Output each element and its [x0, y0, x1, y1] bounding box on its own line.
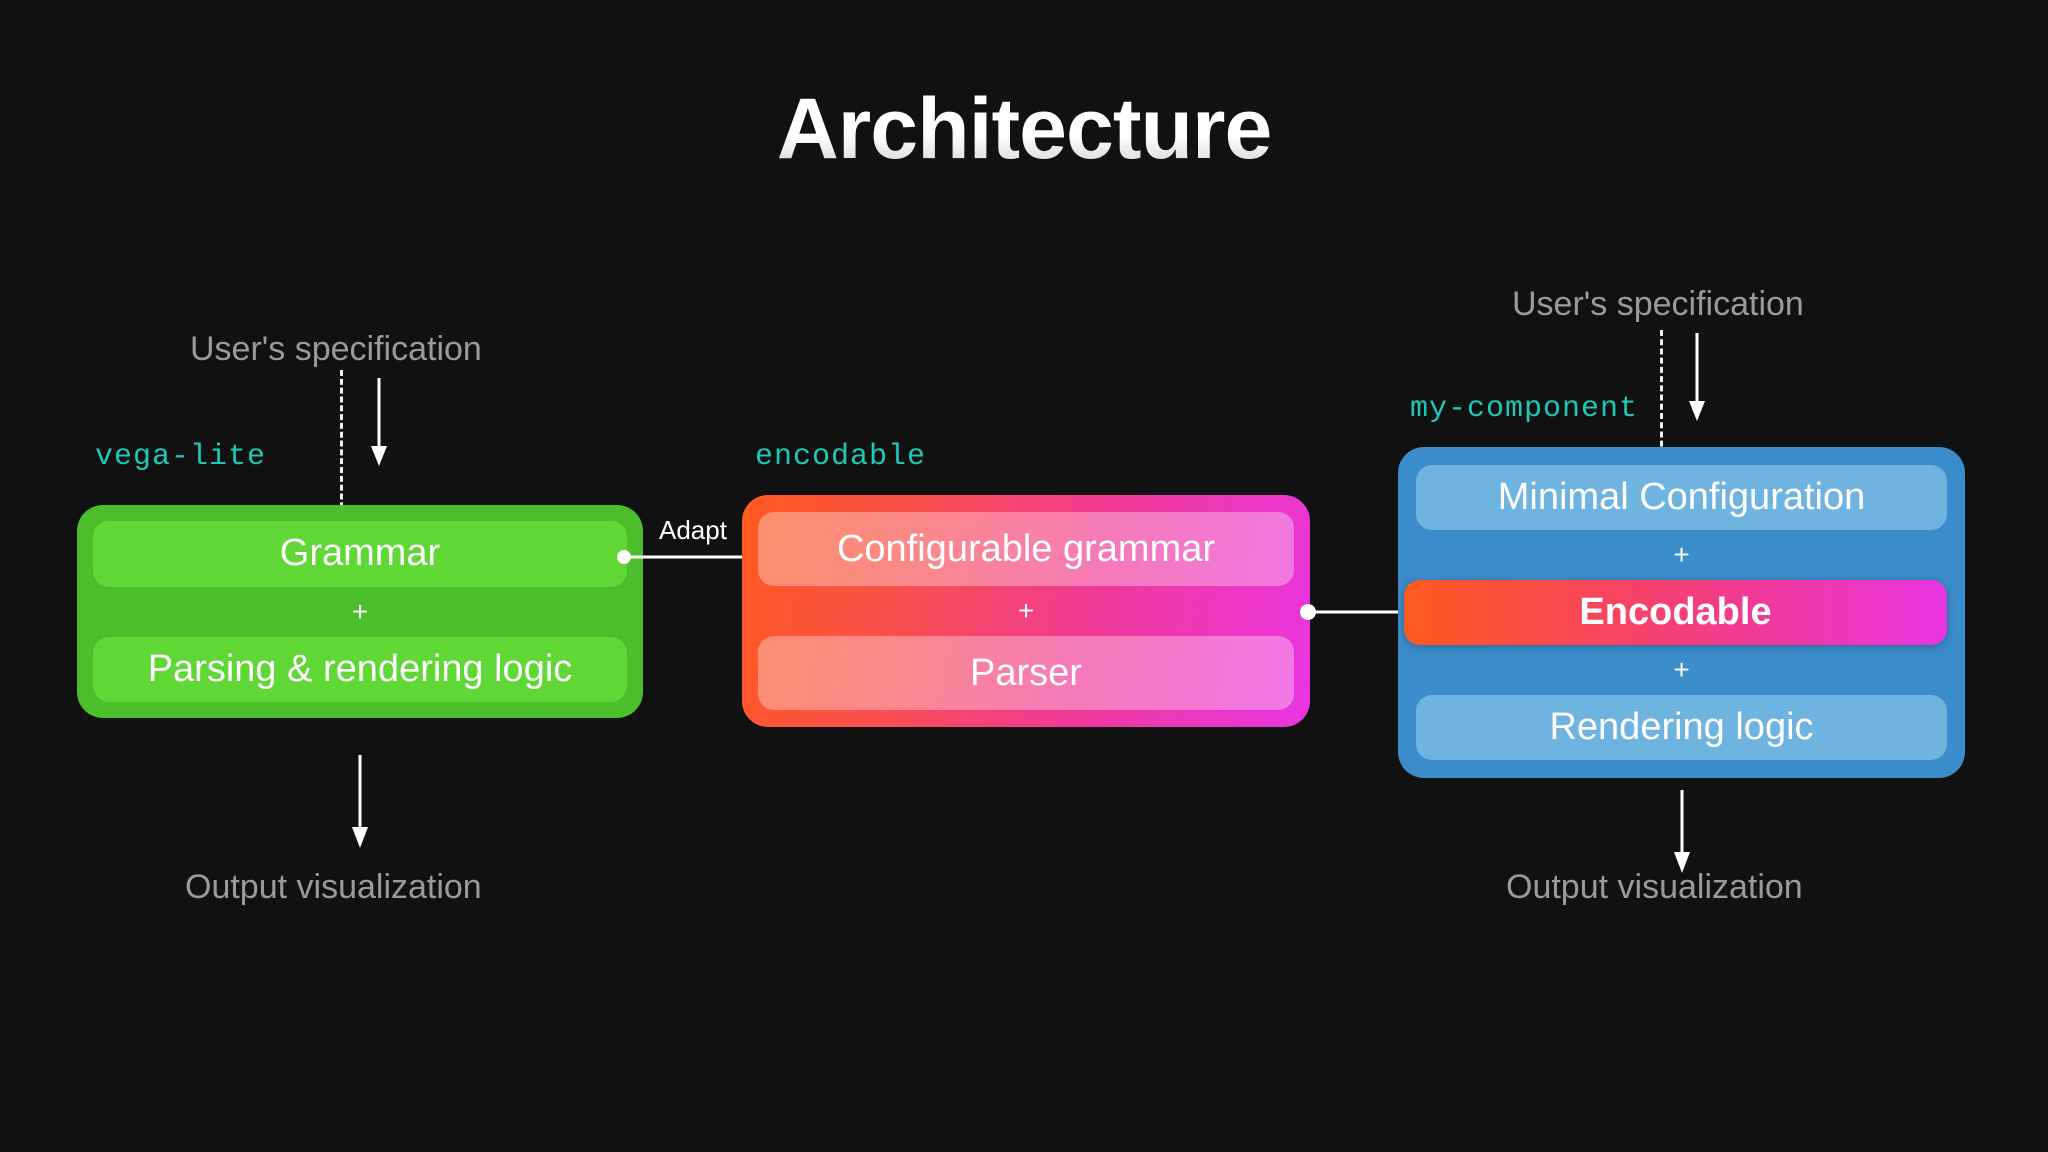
- left-output-arrow-icon: [352, 755, 368, 848]
- panel-minimal-configuration[interactable]: Minimal Configuration: [1416, 465, 1947, 530]
- right-plus-separator-1: +: [1673, 539, 1690, 570]
- left-input-label: User's specification: [190, 330, 482, 368]
- right-output-label: Output visualization: [1506, 868, 1803, 906]
- panel-parsing-rendering-logic[interactable]: Parsing & rendering logic: [93, 636, 627, 702]
- middle-plus-separator: +: [1017, 595, 1035, 626]
- panel-parser[interactable]: Parser: [758, 636, 1294, 710]
- panel-rendering-logic[interactable]: Rendering logic: [1416, 695, 1947, 760]
- card-encodable[interactable]: Configurable grammar + Parser: [742, 495, 1310, 727]
- page-title: Architecture: [0, 80, 2048, 179]
- right-dotted-guide: [1660, 330, 1663, 502]
- left-input-arrow-icon: [371, 378, 387, 466]
- card-vega-lite[interactable]: Grammar + Parsing & rendering logic: [77, 505, 643, 718]
- left-output-label: Output visualization: [185, 868, 482, 906]
- right-output-arrow-icon: [1674, 790, 1690, 873]
- right-input-label: User's specification: [1512, 285, 1804, 323]
- adapt-connector-line: [617, 550, 762, 564]
- left-plus-separator: +: [351, 595, 369, 627]
- right-tag-label: my-component: [1410, 392, 1639, 426]
- left-tag-label: vega-lite: [95, 440, 267, 474]
- left-dotted-guide: [340, 370, 343, 570]
- right-plus-separator-2: +: [1673, 654, 1690, 685]
- adapt-connector-label: Adapt: [659, 515, 727, 545]
- right-input-arrow-icon: [1689, 333, 1705, 421]
- panel-grammar[interactable]: Grammar: [93, 521, 627, 587]
- panel-configurable-grammar[interactable]: Configurable grammar: [758, 512, 1294, 586]
- panel-encodable[interactable]: Encodable: [1404, 580, 1947, 645]
- card-my-component[interactable]: Minimal Configuration + Encodable + Rend…: [1398, 447, 1965, 778]
- middle-tag-label: encodable: [755, 440, 927, 474]
